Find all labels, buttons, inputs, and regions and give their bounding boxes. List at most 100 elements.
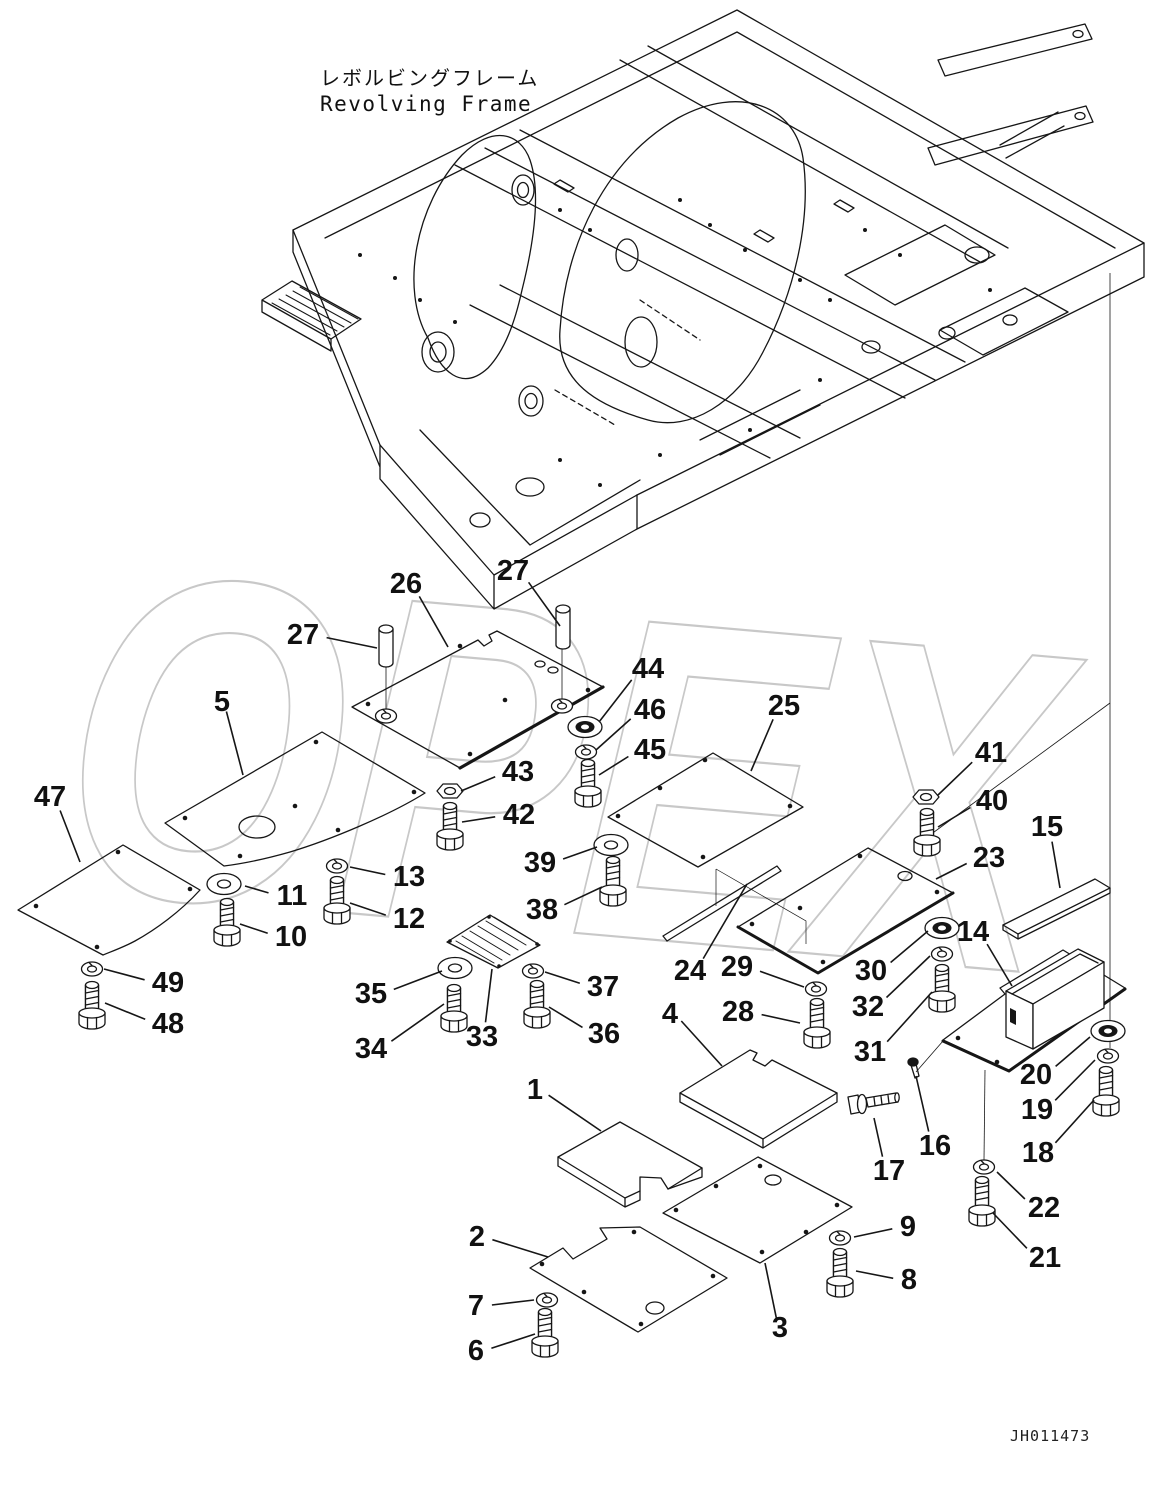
part-washer-flat — [437, 956, 473, 980]
leader-line-8 — [855, 1270, 894, 1280]
callout-49: 49 — [152, 967, 184, 999]
part-bolt — [78, 980, 106, 1030]
leader-line-1 — [548, 1094, 602, 1132]
part-washer-spring — [930, 946, 954, 962]
part-washer-spring — [574, 744, 598, 760]
leader-line-19 — [1054, 1059, 1096, 1101]
part-washer-spring — [550, 698, 574, 714]
part-washer-spring — [804, 981, 828, 997]
leader-line-23 — [935, 862, 968, 880]
part-bolt — [440, 983, 468, 1033]
callout-16: 16 — [919, 1130, 951, 1162]
part-washer-spring — [374, 708, 398, 724]
callout-22: 22 — [1028, 1192, 1060, 1224]
part-washer-spring — [1096, 1048, 1120, 1064]
leader-line-4 — [680, 1020, 723, 1067]
callout-27: 27 — [287, 619, 319, 651]
callout-21: 21 — [1029, 1242, 1061, 1274]
part-bolt-h — [847, 1092, 900, 1115]
callout-14: 14 — [957, 916, 989, 948]
callout-36: 36 — [588, 1018, 620, 1050]
callout-48: 48 — [152, 1008, 184, 1040]
callout-18: 18 — [1022, 1137, 1054, 1169]
leader-line-40 — [937, 806, 971, 828]
part-washer-spring — [325, 858, 349, 874]
leader-line-5 — [225, 711, 244, 776]
callout-44: 44 — [632, 653, 664, 685]
leader-line-35 — [393, 970, 443, 991]
part-washer-spring — [535, 1292, 559, 1308]
leader-line-6 — [491, 1333, 536, 1350]
bar-24 — [662, 865, 782, 942]
part-nut-hex — [912, 789, 940, 805]
callout-17: 17 — [873, 1155, 905, 1187]
leader-line-31 — [886, 991, 933, 1043]
part-nut-hex — [436, 783, 464, 799]
callout-7: 7 — [468, 1290, 484, 1322]
leader-line-14 — [986, 943, 1013, 987]
callout-30: 30 — [855, 955, 887, 987]
leader-line-30 — [890, 930, 929, 964]
part-sleeve — [378, 624, 394, 668]
part-bolt — [213, 897, 241, 947]
watermark: OPEX — [45, 473, 1097, 1074]
leader-line-49 — [103, 968, 145, 981]
leader-line-3 — [764, 1262, 778, 1319]
leader-line-16 — [915, 1075, 930, 1132]
callout-24: 24 — [674, 955, 706, 987]
leader-line-24 — [702, 883, 748, 960]
leader-line-46 — [595, 718, 632, 751]
leader-line-34 — [390, 1003, 445, 1042]
part-washer-spring — [972, 1159, 996, 1175]
leader-line-45 — [598, 755, 629, 776]
part-washer-flat — [593, 833, 629, 857]
callout-43: 43 — [502, 756, 534, 788]
callout-37: 37 — [587, 971, 619, 1003]
part-bolt — [913, 807, 941, 857]
plate-3 — [662, 1156, 853, 1264]
callout-19: 19 — [1021, 1094, 1053, 1126]
part-sleeve — [555, 604, 571, 650]
part-bolt — [531, 1307, 559, 1358]
leader-line-26 — [418, 596, 449, 648]
leader-line-36 — [548, 1006, 583, 1029]
drawing-code: JH011473 — [1010, 1427, 1091, 1445]
callout-45: 45 — [634, 734, 666, 766]
callout-31: 31 — [854, 1036, 886, 1068]
part-washer-flat — [206, 872, 242, 896]
diagram-title-japanese: レボルビングフレーム — [320, 66, 540, 90]
part-washer-spring — [521, 963, 545, 979]
leader-line-41 — [937, 761, 973, 796]
callout-25: 25 — [768, 690, 800, 722]
plate-5 — [164, 731, 426, 867]
part-nut-lock — [567, 715, 603, 739]
callout-42: 42 — [503, 799, 535, 831]
cover-plates — [17, 630, 1127, 1333]
plate-2 — [529, 1226, 728, 1333]
callout-47: 47 — [34, 781, 66, 813]
callout-15: 15 — [1031, 811, 1063, 843]
part-nut-lock — [924, 916, 960, 940]
callout-27: 27 — [497, 555, 529, 587]
part-bolt — [826, 1247, 854, 1298]
callout-12: 12 — [393, 903, 425, 935]
leader-line-9 — [853, 1228, 893, 1238]
part-bolt — [968, 1175, 996, 1227]
leader-line-43 — [460, 775, 496, 792]
leader-line-13 — [349, 866, 386, 876]
leader-line-7 — [491, 1299, 535, 1306]
leader-line-42 — [461, 816, 496, 823]
box-14 — [1005, 948, 1105, 1050]
callout-32: 32 — [852, 991, 884, 1023]
leader-line-17 — [873, 1117, 884, 1157]
part-bolt — [1092, 1065, 1120, 1117]
leader-line-33 — [484, 968, 493, 1023]
part-nut-lock — [1090, 1019, 1126, 1043]
callout-20: 20 — [1020, 1059, 1052, 1091]
callout-13: 13 — [393, 861, 425, 893]
callout-6: 6 — [468, 1335, 484, 1367]
leader-line-44 — [598, 679, 633, 723]
leader-line-32 — [885, 955, 931, 999]
leader-line-37 — [544, 971, 581, 985]
